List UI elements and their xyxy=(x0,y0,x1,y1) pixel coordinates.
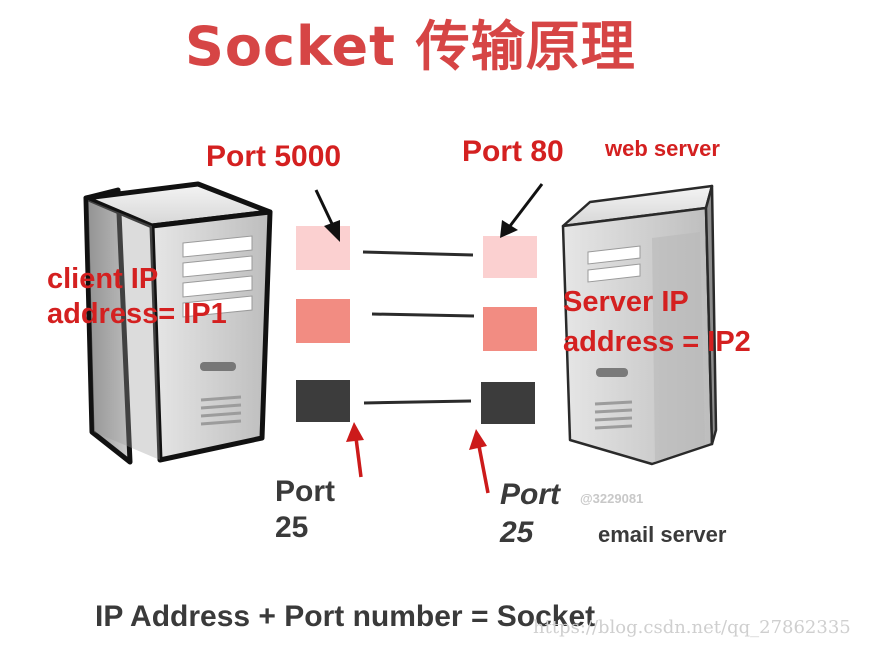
arrow-port-80-icon xyxy=(500,183,544,238)
client-port-25-box xyxy=(296,380,350,422)
client-ip-line1: client IP xyxy=(47,263,159,295)
server-ip-label: Server IP address = IP2 xyxy=(563,282,751,362)
diagram-title: Socket 传输原理 xyxy=(185,15,636,78)
port-25-right-label: Port 25 xyxy=(500,476,560,552)
connection-line-bottom xyxy=(363,399,472,405)
watermark-handle: @3229081 xyxy=(580,491,644,506)
server-ip-line1: Server IP xyxy=(563,286,689,318)
port-80-label: Port 80 xyxy=(462,135,564,168)
client-port-5000-box xyxy=(296,226,350,270)
client-server-tower-icon xyxy=(83,181,273,465)
server-drive-bays xyxy=(587,245,641,283)
connection-line-top xyxy=(362,250,474,257)
web-server-label: web server xyxy=(605,136,720,161)
port-25-left-word: Port xyxy=(275,475,335,508)
connection-line-middle xyxy=(371,312,475,318)
port-25-right-number: 25 xyxy=(500,516,534,549)
port-25-left-label: Port 25 xyxy=(275,474,335,546)
connection-lines xyxy=(362,250,475,405)
client-port-mid-box xyxy=(296,299,350,343)
remote-server-tower-icon xyxy=(561,184,718,466)
client-ip-label: client IP address= IP1 xyxy=(47,262,227,332)
client-drive-bays xyxy=(182,235,253,318)
email-server-label: email server xyxy=(598,522,727,547)
watermark-url: https://blog.csdn.net/qq_27862335 xyxy=(533,617,851,638)
arrow-port-25-right-icon xyxy=(469,429,490,494)
arrow-port-25-left-icon xyxy=(346,422,364,478)
port-25-right-word: Port xyxy=(500,478,560,511)
port-25-left-number: 25 xyxy=(275,511,309,544)
client-ip-line2: address= IP1 xyxy=(47,298,227,330)
server-port-25-box xyxy=(481,382,535,424)
server-port-80-box xyxy=(483,236,537,278)
arrow-port-5000-icon xyxy=(314,189,340,242)
server-ip-line2: address = IP2 xyxy=(563,326,751,358)
socket-formula: IP Address + Port number = Socket xyxy=(95,600,596,633)
port-5000-label: Port 5000 xyxy=(206,140,342,173)
server-port-mid-box xyxy=(483,307,537,351)
